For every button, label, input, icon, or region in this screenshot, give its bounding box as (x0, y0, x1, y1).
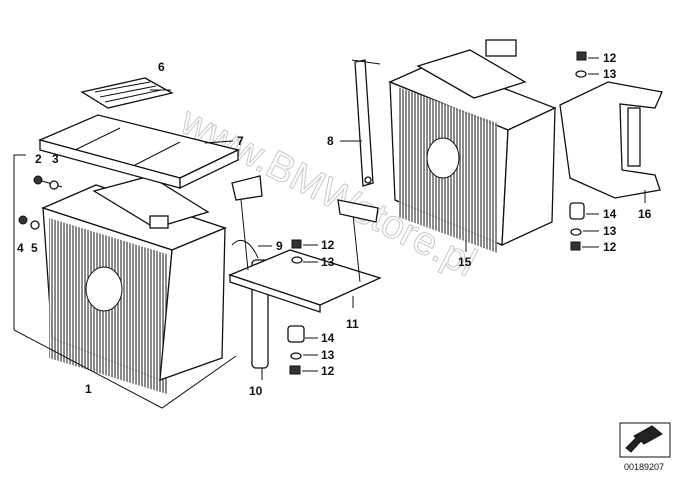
label-12c: 12 (321, 364, 335, 378)
battery-right (388, 39, 557, 253)
label-9: 9 (276, 239, 283, 253)
leader-bracket-1 (13, 154, 237, 409)
battery-left (41, 175, 227, 395)
label-10: 10 (249, 384, 263, 398)
label-14a: 14 (321, 331, 335, 345)
label-13b: 13 (321, 348, 335, 362)
cover-item-6 (80, 77, 174, 109)
label-12a: 12 (321, 238, 335, 252)
label-15: 15 (458, 255, 472, 269)
nut-item-5 (30, 220, 40, 230)
label-11: 11 (346, 317, 359, 331)
label-3: 3 (52, 152, 59, 166)
label-12e: 12 (603, 240, 617, 254)
label-6: 6 (158, 60, 165, 74)
washer-center-upper (291, 239, 303, 264)
leader-lines (150, 57, 646, 380)
label-13d: 13 (603, 67, 617, 81)
tray-item-11 (228, 175, 382, 313)
label-4: 4 (17, 241, 24, 255)
label-1: 1 (85, 382, 92, 396)
diagram-id-box: 00189207 (619, 422, 671, 472)
label-13e: 13 (603, 224, 617, 238)
label-12d: 12 (603, 51, 617, 65)
rubber-mount-center (287, 325, 305, 375)
diagram-number: 00189207 (624, 462, 664, 472)
label-8: 8 (327, 134, 334, 148)
label-2: 2 (35, 152, 42, 166)
nut-right-upper (575, 51, 587, 78)
rubber-mount-right (569, 202, 585, 251)
part-labels: 1 2 3 4 5 6 7 8 9 10 11 12 13 14 13 12 1… (17, 51, 652, 398)
bracket-item-16 (559, 81, 663, 199)
label-7: 7 (237, 134, 244, 148)
hose-item-10 (231, 239, 269, 369)
strap-item-8 (351, 59, 381, 187)
nut-item-4 (18, 215, 28, 225)
washer-item-3 (49, 180, 59, 190)
label-13a: 13 (321, 255, 335, 269)
lid-item-7 (38, 114, 240, 190)
bolt-item-2 (33, 175, 63, 188)
arrow-icon (625, 425, 663, 453)
label-14e: 14 (603, 207, 617, 221)
label-5: 5 (31, 241, 38, 255)
label-16: 16 (638, 207, 652, 221)
